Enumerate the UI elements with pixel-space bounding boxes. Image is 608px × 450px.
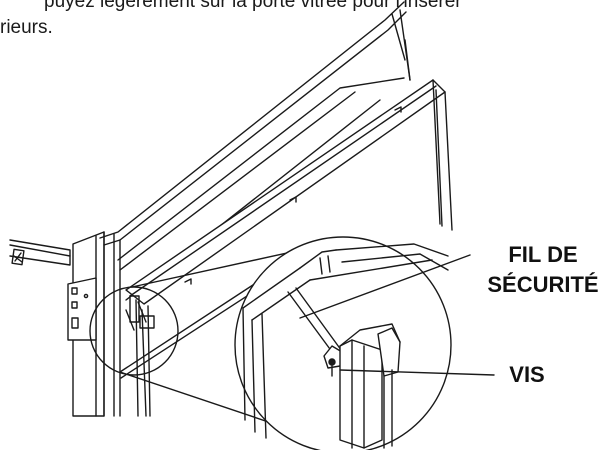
wall-bracket (9, 239, 71, 266)
detail-large-circle (234, 236, 452, 450)
instruction-line-2: rieurs. (0, 17, 53, 38)
leader-fil-de-securite (299, 254, 471, 319)
cabinet-side-panel (67, 231, 105, 417)
callout-fil-line2: SÉCURITÉ (487, 272, 599, 297)
callout-fil-line1: FIL DE (508, 242, 578, 267)
callout-vis: VIS (509, 362, 545, 387)
instruction-line-1: puyez légèrement sur la porte vitrée pou… (44, 0, 462, 12)
callout-fil-de-securite: FIL DE SÉCURITÉ (478, 240, 608, 300)
leader-vis (339, 369, 495, 376)
